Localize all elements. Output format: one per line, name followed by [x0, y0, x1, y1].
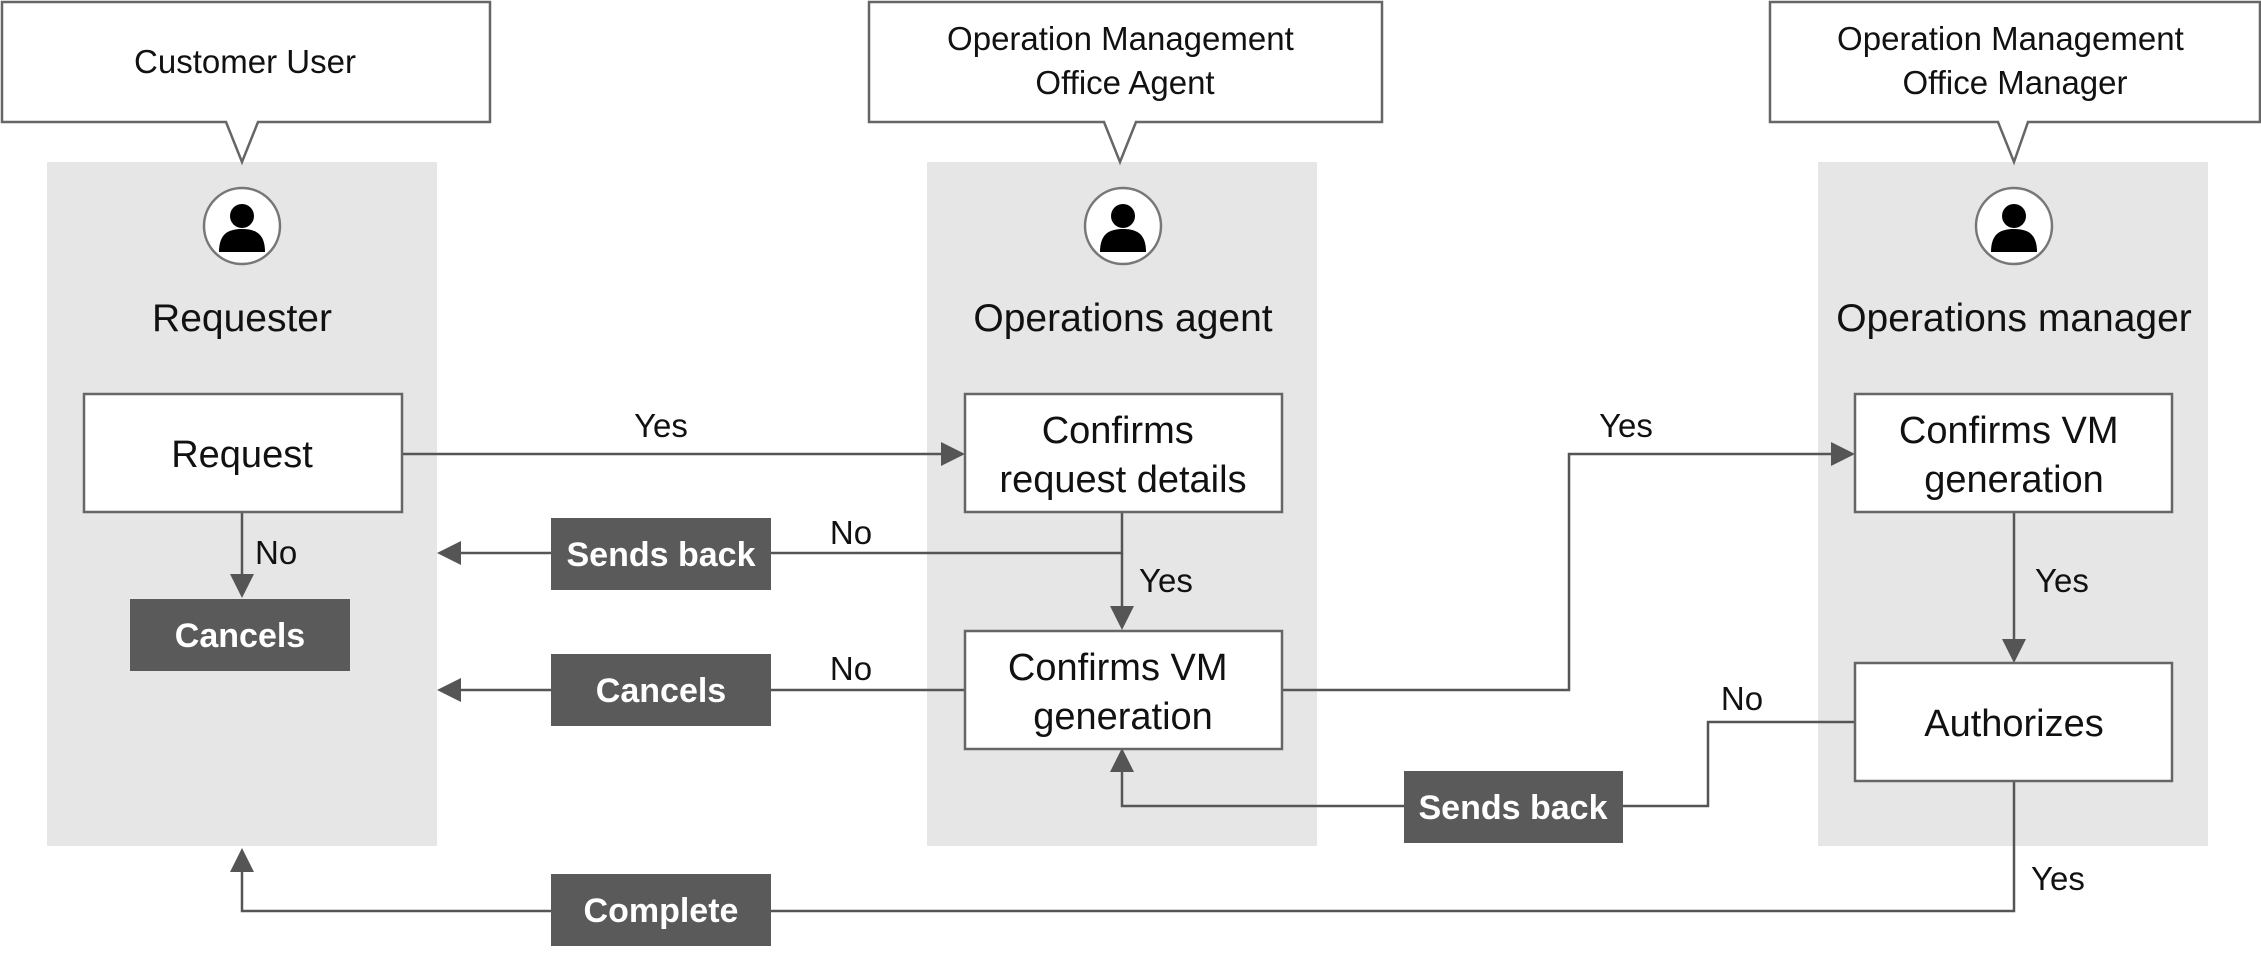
arrowhead [1831, 442, 1855, 466]
step-agent-confirms-vm-generation: Confirms VM generation [963, 629, 1284, 751]
callout-text: Customer User [134, 43, 356, 80]
arrowhead [437, 678, 461, 702]
arrowhead [1110, 748, 1134, 772]
step-manager-confirms-vm-generation: Confirms VM generation [1853, 392, 2174, 514]
callout-customer-user: Customer User [0, 0, 492, 166]
edge-label-no: No [830, 514, 872, 551]
arrowhead [2002, 639, 2026, 663]
step-agent-confirms-vm-label: Confirms VM generation [1008, 647, 1238, 738]
arrowhead [230, 848, 254, 872]
edge-vm-to-manager-confirm [1282, 452, 1833, 692]
edge-label-no: No [255, 534, 297, 571]
avatar-requester [202, 186, 282, 266]
callout-text: Operation Management Office Manager [1837, 20, 2193, 101]
action-cancels-agent: Cancels [551, 654, 771, 726]
step-confirms-request-details: Confirms request details [963, 392, 1284, 514]
step-authorizes-label: Authorizes [1924, 703, 2104, 745]
step-authorizes: Authorizes [1853, 661, 2174, 783]
callout-operation-management-office-manager: Operation Management Office Manager [1768, 0, 2261, 166]
edge-label-yes: Yes [1599, 407, 1653, 444]
avatar-operations-agent [1083, 186, 1163, 266]
user-icon [202, 186, 282, 266]
arrowhead [1110, 606, 1134, 630]
action-sends-back-manager: Sends back [1404, 771, 1623, 843]
edge-label-yes: Yes [2031, 860, 2085, 897]
action-cancels-requester: Cancels [130, 599, 350, 671]
callout-text: Operation Management Office Agent [947, 20, 1303, 101]
action-complete-text: Complete [584, 892, 739, 930]
connectors [230, 442, 2026, 913]
arrowhead [230, 574, 254, 598]
callout-operation-management-office-agent: Operation Management Office Agent [867, 0, 1384, 166]
action-sends-back-agent-text: Sends back [567, 536, 756, 574]
action-complete: Complete [551, 874, 771, 946]
role-operations-agent: Operations agent [973, 297, 1272, 340]
edge-label-no: No [830, 650, 872, 687]
edge-authorizes-to-complete [240, 781, 2016, 913]
user-icon [1083, 186, 1163, 266]
user-icon [1974, 186, 2054, 266]
avatar-operations-manager [1974, 186, 2054, 266]
action-sends-back-manager-text: Sends back [1419, 789, 1608, 827]
edge-label-yes: Yes [634, 407, 688, 444]
step-confirms-request-details-label: Confirms request details [999, 410, 1246, 501]
action-cancels-requester-text: Cancels [175, 617, 305, 655]
action-sends-back-agent: Sends back [551, 518, 771, 590]
arrowhead [437, 541, 461, 565]
edge-label-yes: Yes [2035, 562, 2089, 599]
step-request: Request [82, 392, 404, 514]
arrowhead [941, 442, 965, 466]
step-manager-confirms-vm-label: Confirms VM generation [1899, 410, 2129, 501]
role-requester: Requester [152, 297, 332, 340]
edge-label-yes: Yes [1139, 562, 1193, 599]
role-operations-manager: Operations manager [1836, 297, 2192, 340]
edge-label-no: No [1721, 680, 1763, 717]
action-cancels-agent-text: Cancels [596, 672, 726, 710]
edge-authorizes-to-sends-back [1120, 720, 1855, 808]
step-request-label: Request [171, 434, 313, 476]
